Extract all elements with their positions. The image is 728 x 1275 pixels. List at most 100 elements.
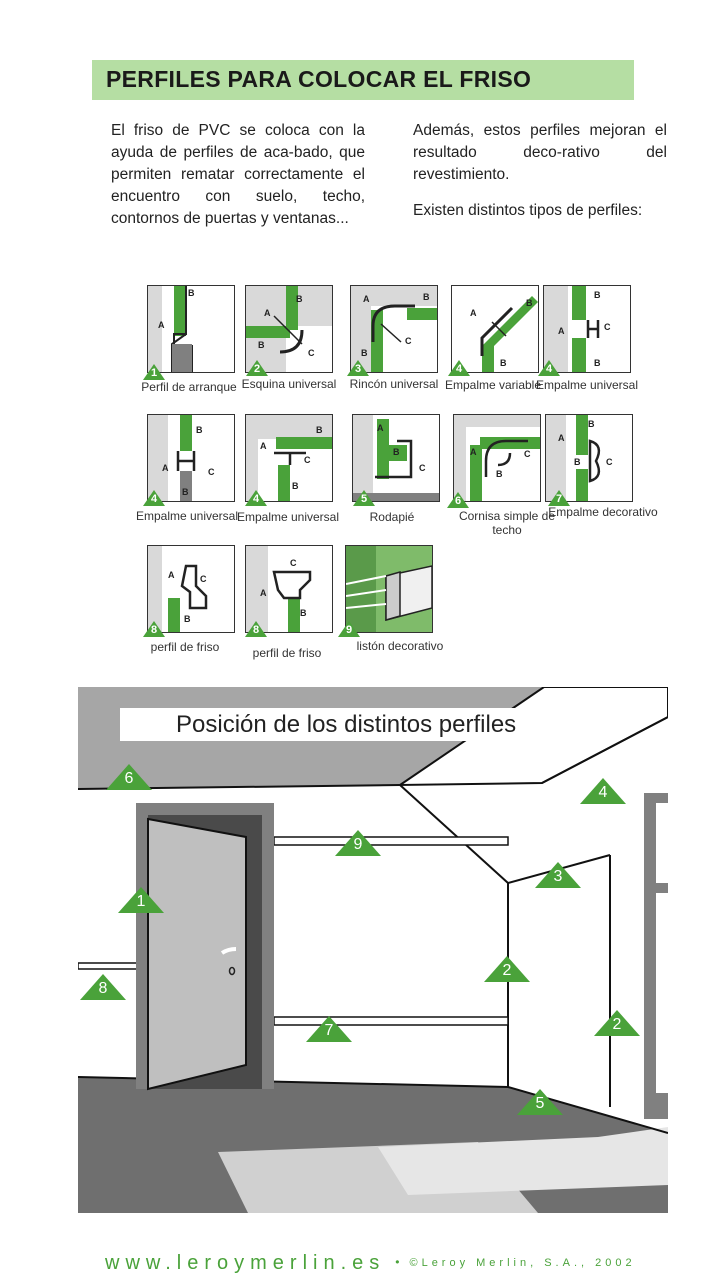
part-label-a: A — [470, 447, 477, 457]
part-label-a: A — [470, 308, 477, 318]
part-label-b: B — [182, 487, 189, 497]
part-label-b: B — [296, 294, 303, 304]
part-label-b: B — [300, 608, 307, 618]
position-marker: 9 — [335, 830, 381, 856]
title-band: PERFILES PARA COLOCAR EL FRISO — [92, 60, 634, 100]
profile-number-badge: 4 — [143, 490, 165, 506]
footer: www.leroymerlin.es • ©Leroy Merlin, S.A., … — [105, 1252, 665, 1275]
part-label-a: A — [363, 294, 370, 304]
intro-paragraph: Además, estos perfiles mejoran el result… — [413, 122, 667, 183]
part-label-c: C — [405, 336, 412, 346]
position-marker: 2 — [594, 1010, 640, 1036]
profile-number-badge: 3 — [347, 360, 369, 376]
part-label-c: C — [308, 348, 315, 358]
part-label-b: B — [184, 614, 191, 624]
room-illustration — [78, 687, 668, 1213]
part-label-b: B — [594, 290, 601, 300]
footer-copyright: ©Leroy Merlin, S.A., 2002 — [409, 1257, 636, 1269]
footer-website: www.leroymerlin.es — [105, 1252, 386, 1274]
part-label-a: A — [168, 570, 175, 580]
position-marker: 3 — [535, 862, 581, 888]
position-marker: 1 — [118, 887, 164, 913]
part-label-c: C — [200, 574, 207, 584]
part-label-c: C — [208, 467, 215, 477]
intro-paragraph: Existen distintos tipos de perfiles: — [413, 202, 643, 219]
profile-diagram-empalme-variable: B A B — [451, 285, 539, 373]
profile-number-badge: 7 — [548, 490, 570, 506]
profile-diagram-perfil-de-friso: A C B — [147, 545, 235, 633]
profile-number-badge: 1 — [143, 364, 165, 380]
scene-title-box: Posición de los distintos perfiles — [120, 708, 590, 741]
part-label-b: B — [574, 457, 581, 467]
profile-caption: Perfil de arranque — [141, 380, 237, 394]
profile-diagram-empalme-decorativo: B A C B — [545, 414, 633, 502]
profile-diagram-empalme-universal: B A C B — [147, 414, 235, 502]
profile-caption: Empalme universal — [236, 510, 340, 524]
footer-separator: • — [395, 1255, 400, 1269]
position-marker: 5 — [517, 1089, 563, 1115]
part-label-b: B — [500, 358, 507, 368]
position-marker: 2 — [484, 956, 530, 982]
profile-diagram-esquina-universal: B A B C — [245, 285, 333, 373]
profile-diagram-empalme-universal: B A C B — [245, 414, 333, 502]
part-label-c: C — [290, 558, 297, 568]
position-marker: 7 — [306, 1016, 352, 1042]
profile-number-badge: 4 — [448, 360, 470, 376]
profile-caption: Empalme universal — [535, 378, 639, 392]
profile-number-badge: 6 — [447, 492, 469, 508]
profile-caption: Empalme decorativo — [548, 505, 658, 519]
profile-number-badge: 9 — [338, 621, 360, 637]
part-label-a: A — [260, 441, 267, 451]
profile-caption: Cornisa simple de techo — [458, 509, 556, 537]
profile-caption: Empalme variable — [444, 378, 542, 392]
profile-number-badge: 5 — [353, 490, 375, 506]
part-label-b: B — [292, 481, 299, 491]
profile-diagram-empalme-universal: B C A B — [543, 285, 631, 373]
part-label-b: B — [423, 292, 430, 302]
page-title: PERFILES PARA COLOCAR EL FRISO — [106, 66, 532, 92]
part-label-c: C — [304, 455, 311, 465]
part-label-b: B — [196, 425, 203, 435]
intro-paragraph: El friso de PVC se coloca con la ayuda d… — [111, 122, 365, 227]
profile-diagram-liston-decorativo — [345, 545, 433, 633]
part-label-b: B — [361, 348, 368, 358]
position-marker: 4 — [580, 778, 626, 804]
profile-number-badge: 8 — [245, 621, 267, 637]
part-label-b: B — [588, 419, 595, 429]
profile-caption: perfil de friso — [150, 640, 220, 654]
part-label-b: B — [496, 469, 503, 479]
part-label-c: C — [604, 322, 611, 332]
profile-number-badge: 4 — [245, 490, 267, 506]
part-label-c: C — [524, 449, 531, 459]
profile-caption: Rincón universal — [349, 377, 439, 391]
part-label-b: B — [393, 447, 400, 457]
profile-caption: listón decorativo — [356, 639, 444, 653]
profile-caption: perfil de friso — [252, 646, 322, 660]
profile-diagram-cornisa-simple-de-techo: A C B — [453, 414, 541, 502]
position-marker: 8 — [80, 974, 126, 1000]
profile-caption: Empalme universal — [135, 509, 239, 523]
part-label-b: B — [526, 298, 533, 308]
part-label-a: A — [260, 588, 267, 598]
intro-left-column: El friso de PVC se coloca con la ayuda d… — [111, 120, 365, 244]
scene-title: Posición de los distintos perfiles — [176, 711, 517, 738]
profile-number-badge: 8 — [143, 621, 165, 637]
part-label-a: A — [158, 320, 165, 330]
intro-right-column: Además, estos perfiles mejoran el result… — [413, 120, 667, 236]
part-label-a: A — [377, 423, 384, 433]
profile-diagram-rincon-universal: A B C B — [350, 285, 438, 373]
part-label-b: B — [316, 425, 323, 435]
part-label-c: C — [606, 457, 613, 467]
profile-diagram-perfil-de-arranque: B A — [147, 285, 235, 373]
position-marker: 6 — [106, 764, 152, 790]
profile-diagram-perfil-de-friso: C A B — [245, 545, 333, 633]
profile-diagram-rodapie: A B C — [352, 414, 440, 502]
part-label-a: A — [558, 433, 565, 443]
profile-caption: Rodapié — [369, 510, 415, 524]
profile-number-badge: 2 — [246, 360, 268, 376]
part-label-c: C — [419, 463, 426, 473]
part-label-a: A — [162, 463, 169, 473]
part-label-a: A — [264, 308, 271, 318]
part-label-b: B — [594, 358, 601, 368]
part-label-b: B — [188, 288, 195, 298]
